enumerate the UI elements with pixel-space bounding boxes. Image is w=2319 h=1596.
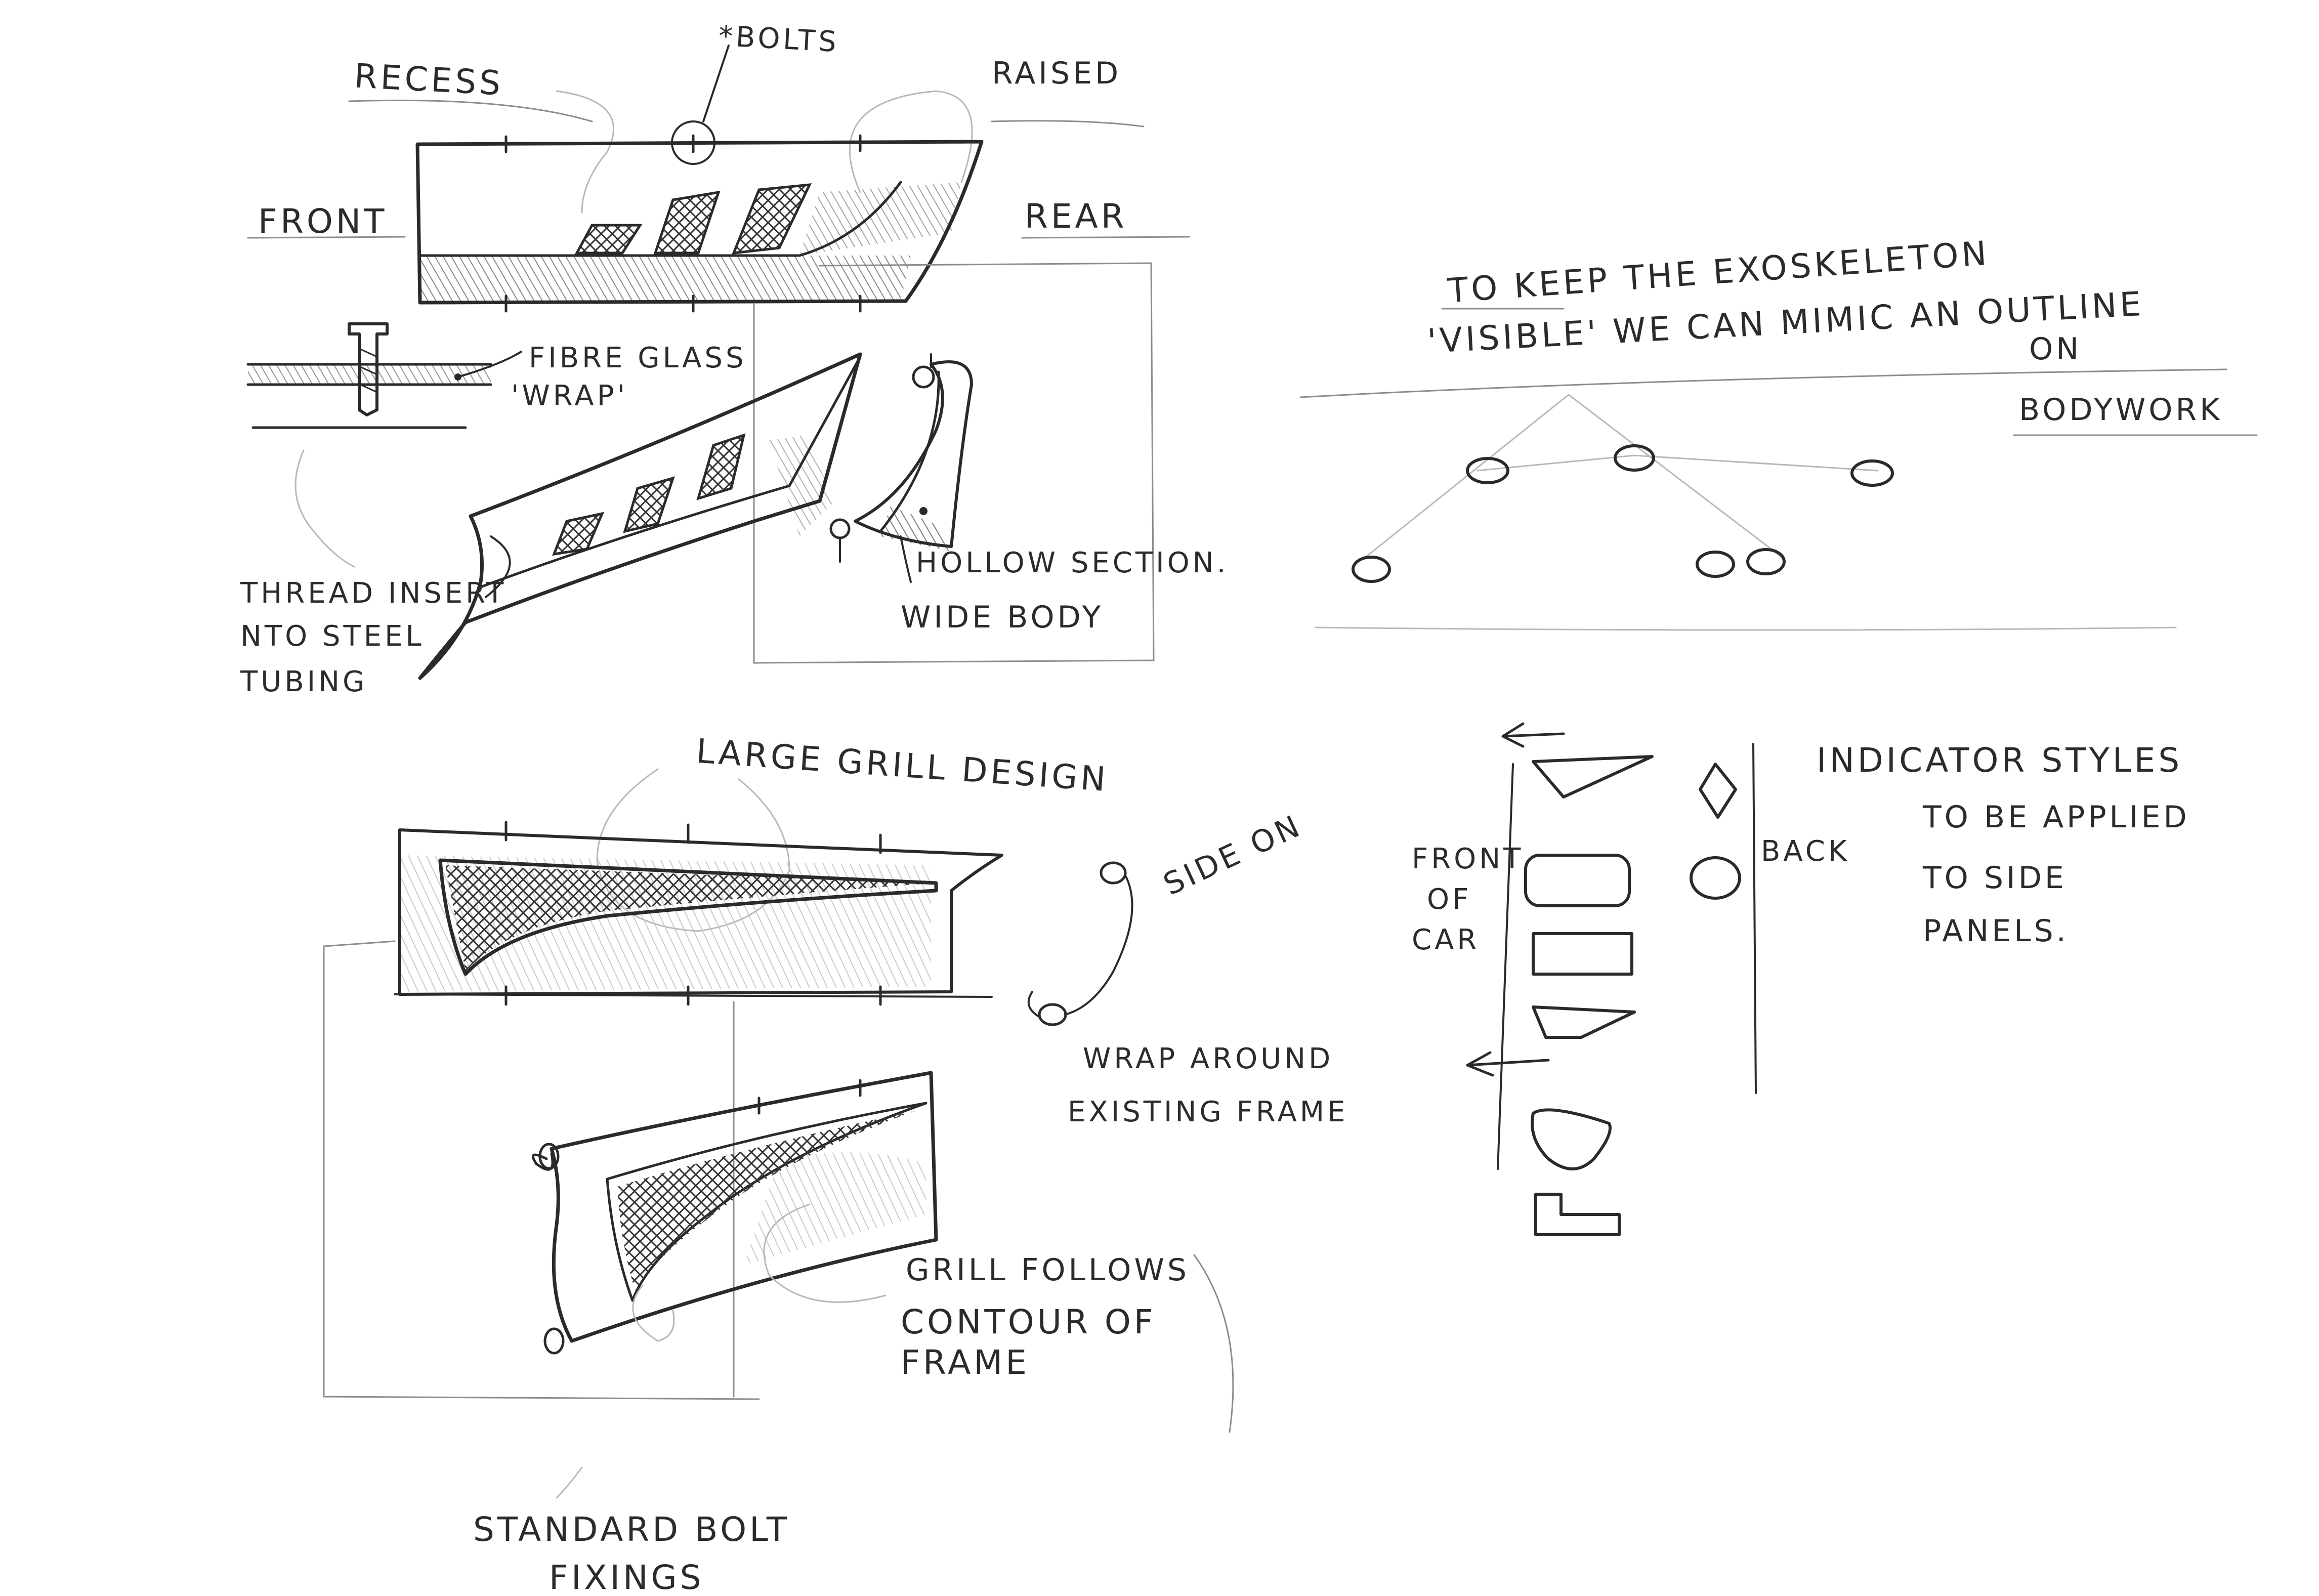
fibreglass-wrap-section: [246, 322, 522, 568]
exoskeleton-note-line-3: ON: [2029, 331, 2082, 367]
hollow-section-label: HOLLOW SECTION.: [916, 547, 1229, 579]
front-of-car-line-3: CAR: [1412, 923, 1480, 956]
large-grill-sketch: [323, 768, 1234, 1499]
wrap-around-line-2: EXISTING FRAME: [1068, 1096, 1348, 1128]
rounded-rect-indicator-icon: [1524, 854, 1631, 907]
arrow-left-icon: [1501, 722, 1565, 748]
front-label: FRONT: [258, 202, 388, 241]
arrow-left-icon: [1466, 1051, 1550, 1077]
indicator-styles-title: INDICATOR STYLES: [1817, 741, 2183, 780]
raised-label: RAISED: [992, 56, 1122, 91]
thread-insert-line-3: TUBING: [240, 665, 368, 698]
indicator-note-line-3: PANELS.: [1923, 913, 2069, 949]
grill-follows-line-2: CONTOUR OF: [901, 1303, 1156, 1341]
exoskeleton-outline-sketch: [1299, 308, 2258, 631]
thread-insert-line-2: NTO STEEL: [240, 620, 425, 653]
bolt-icon: [348, 322, 389, 416]
grill-follows-line-1: GRILL FOLLOWS: [906, 1252, 1190, 1288]
exoskeleton-note-line-4: BODYWORK: [2019, 392, 2223, 428]
indicator-styles-sketch: [1466, 722, 1757, 1236]
trapezoid-indicator-icon: [1532, 1005, 1636, 1039]
bolts-label: *BOLTS: [718, 19, 840, 59]
wrap-around-line-1: WRAP AROUND: [1083, 1042, 1334, 1075]
rect-indicator-icon: [1532, 932, 1633, 976]
standard-bolt-line-1: STANDARD BOLT: [473, 1510, 790, 1549]
indicator-note-line-1: TO BE APPLIED: [1923, 800, 2190, 835]
diamond-indicator-icon: [1699, 763, 1737, 819]
fibre-glass-label: FIBRE GLASS: [529, 342, 747, 374]
circle-indicator-icon: [1690, 856, 1741, 900]
l-shape-indicator-icon: [1534, 1193, 1621, 1236]
rear-label: REAR: [1025, 197, 1127, 236]
indicator-note-line-2: TO SIDE: [1923, 860, 2067, 896]
thread-insert-line-1: THREAD INSERT: [240, 577, 507, 610]
panel-perspective-sketch: [418, 262, 1155, 680]
teardrop-indicator-icon: [1531, 1108, 1612, 1170]
back-label: BACK: [1761, 835, 1850, 868]
front-of-car-line-1: FRONT: [1412, 843, 1524, 875]
wide-body-label: WIDE BODY: [901, 600, 1104, 635]
wrap-label: 'WRAP': [511, 380, 628, 412]
grill-follows-line-3: FRAME: [901, 1343, 1030, 1382]
standard-bolt-line-2: FIXINGS: [549, 1558, 704, 1596]
recess-label: RECESS: [353, 56, 504, 103]
front-of-car-line-2: OF: [1427, 883, 1472, 916]
hollow-section-sketch: [829, 353, 973, 583]
side-panel-sketch: [247, 45, 1190, 313]
wedge-indicator-icon: [1532, 755, 1654, 799]
